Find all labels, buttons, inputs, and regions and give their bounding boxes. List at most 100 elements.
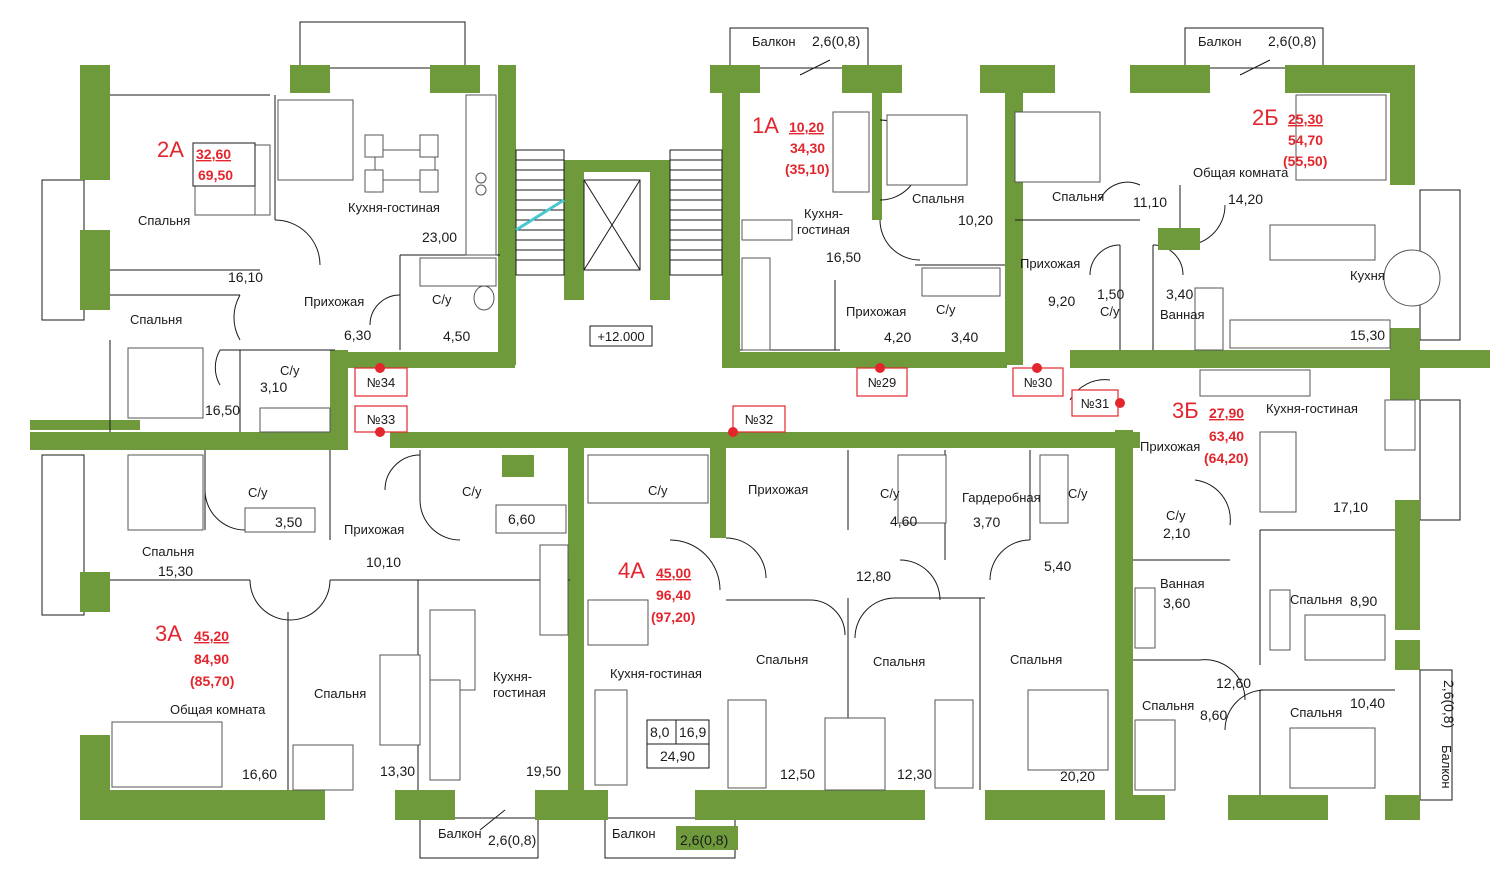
room-area: 3,60 (1163, 595, 1190, 611)
bed-icon (1134, 719, 1176, 791)
room-name: Кухня-гостиная (348, 200, 440, 215)
stair-steps-left (516, 159, 564, 261)
room-name: Спальня (1290, 705, 1342, 720)
room-name: гостиная (493, 685, 546, 700)
elevation-mark: +12.000 (597, 329, 644, 344)
room-name: Кухня (1350, 268, 1385, 283)
balcony-label: Балкон (1439, 745, 1454, 789)
room-name: Кухня- (804, 206, 843, 221)
elevator-shaft (583, 179, 641, 271)
room-name: С/у (648, 483, 668, 498)
room-name: Спальня (1290, 592, 1342, 607)
room-area: 12,60 (1216, 675, 1251, 691)
room-area: 3,50 (275, 514, 302, 530)
room-area: 5,40 (1044, 558, 1071, 574)
room-area: 17,10 (1333, 499, 1368, 515)
room-area: 12,80 (856, 568, 891, 584)
balcony-label: Балкон (752, 34, 796, 49)
room-area: 14,20 (1228, 191, 1263, 207)
balcony-label: Балкон (1198, 34, 1242, 49)
room-area: 10,40 (1350, 695, 1385, 711)
desk-icon (824, 717, 886, 791)
room-area: 6,60 (508, 511, 535, 527)
room-area: 9,20 (1048, 293, 1075, 309)
room-area: 16,50 (826, 249, 861, 265)
apartment-id: 3А (155, 621, 182, 646)
room-name: Спальня (138, 213, 190, 228)
apartment-total-area-alt: (35,10) (785, 161, 829, 177)
room-area: 3,70 (973, 514, 1000, 530)
room-name: Прихожая (748, 482, 808, 497)
apartment-living-area: 45,00 (656, 565, 691, 581)
room-area: 8,0 (650, 724, 670, 740)
apartment-total-area-alt: (85,70) (190, 673, 234, 689)
room-area: 2,10 (1163, 525, 1190, 541)
apartment-living-area: 27,90 (1209, 405, 1244, 421)
dining-table-icon (1384, 399, 1416, 451)
room-name: С/у (1068, 486, 1088, 501)
room-name: Кухня-гостиная (610, 666, 702, 681)
desk-icon (292, 744, 354, 791)
room-name: С/у (880, 486, 900, 501)
kitchen-counter-icon (539, 544, 569, 636)
bathtub-icon (897, 454, 947, 524)
apartment-total-area: 34,30 (790, 140, 825, 156)
balcony-size: 2,6(0,8) (680, 832, 728, 848)
bed-icon (127, 454, 204, 531)
sofa-icon (594, 689, 628, 786)
kitchen-counter-icon (741, 257, 771, 351)
room-area: 8,60 (1200, 707, 1227, 723)
bathtub-icon (244, 507, 316, 533)
room-area: 15,30 (1350, 327, 1385, 343)
bathtub-icon (921, 267, 1001, 297)
furniture (111, 94, 1441, 791)
walls (30, 65, 1490, 820)
room-area: 16,50 (205, 402, 240, 418)
room-name: Спальня (912, 191, 964, 206)
elevation-box (589, 325, 653, 347)
kitchen-counter-icon (587, 454, 709, 504)
bed-icon (1027, 689, 1109, 771)
apartment-id: 4А (618, 558, 645, 583)
apartment-living-area: 32,60 (196, 146, 231, 162)
room-area: 13,30 (380, 763, 415, 779)
bathtub-icon (419, 257, 497, 287)
bed-icon (1289, 727, 1376, 789)
apartment-living-area: 45,20 (194, 628, 229, 644)
apartment-total-area: 54,70 (1288, 132, 1323, 148)
room-name: С/у (1166, 508, 1186, 523)
room-area: 8,90 (1350, 593, 1377, 609)
room-name: С/у (432, 292, 452, 307)
room-name: Прихожая (1020, 256, 1080, 271)
room-name: С/у (936, 302, 956, 317)
room-name: Прихожая (1140, 439, 1200, 454)
room-area: 4,50 (443, 328, 470, 344)
sofa-icon (1269, 224, 1376, 261)
apartment-total-area: 84,90 (194, 651, 229, 667)
interior-walls (109, 94, 1395, 795)
room-name: Спальня (1052, 189, 1104, 204)
room-area: 6,30 (344, 327, 371, 343)
room-area: 23,00 (422, 229, 457, 245)
apartment-total-area-alt: (55,50) (1283, 153, 1327, 169)
bed-icon (727, 699, 767, 789)
room-area: 4,60 (890, 513, 917, 529)
door-number-30: №30 (1024, 375, 1052, 390)
balcony-size: 2,6(0,8) (812, 33, 860, 49)
room-area: 4,20 (884, 329, 911, 345)
bed-icon (1304, 614, 1386, 661)
toilet-icon (473, 285, 495, 311)
sofa-icon (1295, 94, 1387, 181)
balcony-label: Балкон (612, 826, 656, 841)
room-name: гостиная (797, 222, 850, 237)
room-name: С/у (280, 363, 300, 378)
room-area: 20,20 (1060, 768, 1095, 784)
bathtub-icon (495, 504, 567, 534)
sofa-icon (832, 111, 870, 193)
bed-icon (886, 114, 968, 186)
apartment-total-area-alt: (97,20) (651, 609, 695, 625)
sofa-icon (429, 679, 461, 781)
room-area: 3,10 (260, 379, 287, 395)
room-name: Ванная (1160, 576, 1205, 591)
room-name: Ванная (1160, 307, 1205, 322)
